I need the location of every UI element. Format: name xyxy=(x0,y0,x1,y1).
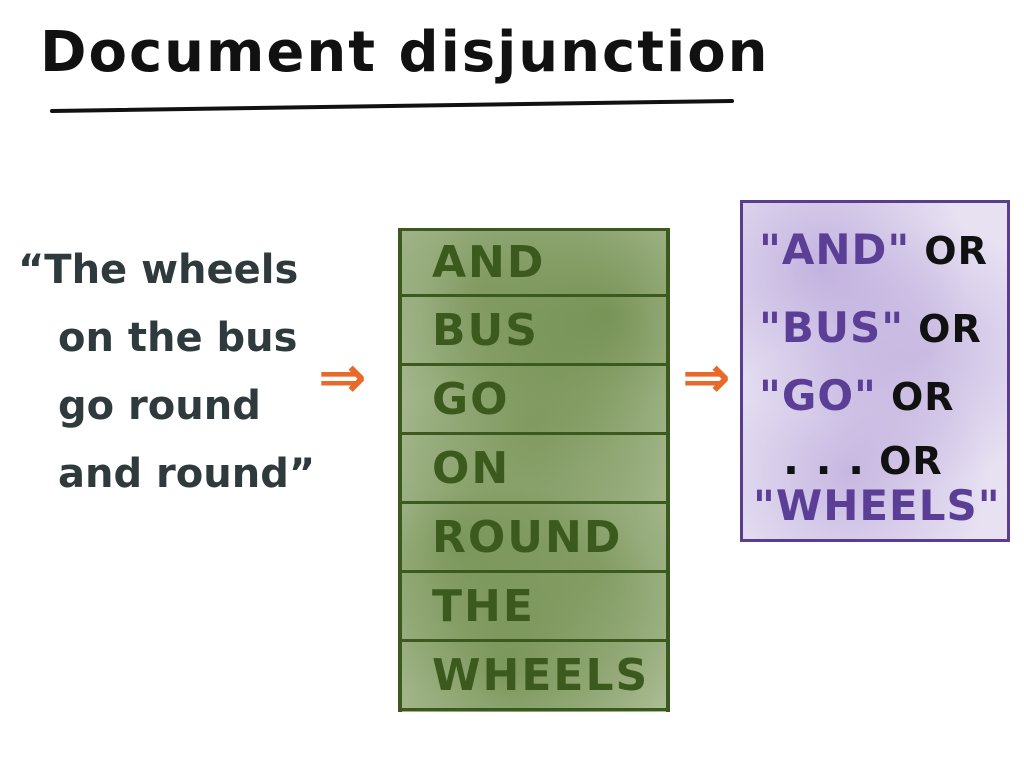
query-line: "AND" OR xyxy=(759,225,988,274)
sentence-line-1: “The wheels xyxy=(18,247,299,293)
query-operator: OR xyxy=(879,439,943,483)
query-line: . . . OR xyxy=(783,435,943,484)
term-row: GO xyxy=(402,366,666,435)
query-operator: OR xyxy=(924,229,988,273)
term-row: BUS xyxy=(402,297,666,366)
sentence-line-4: and round” xyxy=(58,451,316,497)
term-list: AND BUS GO ON ROUND THE WHEELS xyxy=(398,228,670,712)
disjunction-query: "AND"OR "BUS"OR "GO"OR . . .OR "WHEELS" xyxy=(740,200,1010,542)
arrow-right-icon: ⇒ xyxy=(318,343,367,411)
ellipsis: . . . xyxy=(783,435,866,484)
source-sentence: “The wheels on the bus go round and roun… xyxy=(18,236,318,508)
query-line: "BUS" OR xyxy=(759,303,982,352)
term-row: THE xyxy=(402,573,666,642)
arrow-right-icon: ⇒ xyxy=(682,343,731,411)
query-line: "GO" OR xyxy=(759,371,955,420)
term-row: WHEELS xyxy=(402,642,666,711)
title-underline xyxy=(50,99,734,113)
sentence-line-3: go round xyxy=(58,383,261,429)
query-line: "WHEELS" xyxy=(753,481,1001,530)
term-row: ROUND xyxy=(402,504,666,573)
query-term: "WHEELS" xyxy=(753,481,1001,530)
query-term: "BUS" xyxy=(759,303,905,352)
query-operator: OR xyxy=(890,375,955,419)
query-operator: OR xyxy=(918,307,982,351)
sentence-line-2: on the bus xyxy=(58,315,298,361)
term-row: AND xyxy=(402,228,666,297)
query-term: "AND" xyxy=(759,225,911,274)
term-row: ON xyxy=(402,435,666,504)
query-term: "GO" xyxy=(759,371,877,420)
page-title: Document disjunction xyxy=(40,20,770,85)
